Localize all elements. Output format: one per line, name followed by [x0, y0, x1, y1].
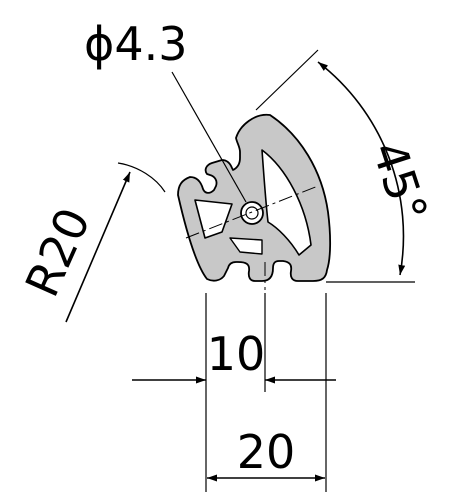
- radius-dimension-line: [65, 171, 131, 323]
- hole-diameter-label: ϕ4.3: [84, 17, 188, 71]
- profile-slot-left: [194, 199, 233, 239]
- aluminium-profile: [177, 113, 332, 282]
- angle-label: 45°: [362, 135, 439, 229]
- angle-dimension-arc: [317, 61, 406, 276]
- center-line-diagonal: [185, 185, 319, 239]
- profile-slot-bottom: [229, 237, 263, 255]
- radius-arc: [117, 162, 166, 193]
- radius-label: R20: [15, 200, 101, 305]
- width-10-label: 10: [207, 327, 266, 381]
- core-hole-inner: [245, 206, 259, 220]
- profile-slot-right: [261, 149, 312, 256]
- angle-extension-line-diagonal: [255, 49, 319, 111]
- diameter-leader-line: [171, 71, 247, 203]
- width-20-label: 20: [237, 425, 296, 479]
